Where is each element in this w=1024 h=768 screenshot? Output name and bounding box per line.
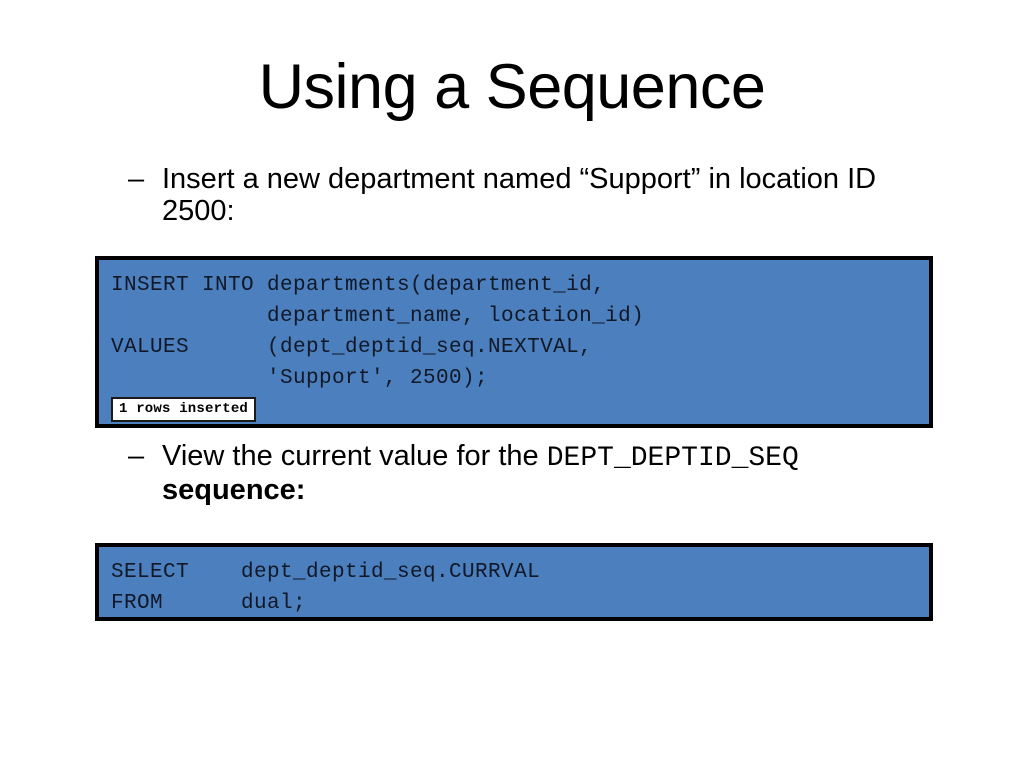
status-badge: 1 rows inserted: [111, 397, 257, 422]
bullet-text-view-prefix: View the current value for the: [162, 440, 547, 472]
code-block-select: SELECT dept_deptid_seq.CURRVAL FROM dual…: [95, 543, 933, 621]
code-line: department_name, location_id): [111, 305, 645, 328]
bullet-text-view: View the current value for the DEPT_DEPT…: [162, 440, 828, 507]
code-line: FROM dual;: [111, 592, 307, 615]
code-block-insert: INSERT INTO departments(department_id, d…: [95, 256, 933, 428]
sequence-name-mono: DEPT_DEPTID_SEQ: [546, 443, 799, 474]
bullet-dash-icon: –: [128, 163, 145, 195]
bullet-item-insert: – Insert a new department named “Support…: [128, 163, 918, 228]
code-line: SELECT dept_deptid_seq.CURRVAL: [111, 561, 541, 584]
bullet-text-view-suffix: sequence:: [162, 474, 306, 507]
bullet-dash-icon: –: [128, 440, 145, 472]
code-line: INSERT INTO departments(department_id,: [111, 274, 606, 297]
page-title: Using a Sequence: [258, 52, 766, 122]
code-line: VALUES (dept_deptid_seq.NEXTVAL,: [111, 336, 593, 359]
bullet-item-view: – View the current value for the DEPT_DE…: [128, 440, 828, 507]
bullet-text-insert: Insert a new department named “Support” …: [162, 163, 877, 228]
code-line: 'Support', 2500);: [111, 367, 489, 390]
